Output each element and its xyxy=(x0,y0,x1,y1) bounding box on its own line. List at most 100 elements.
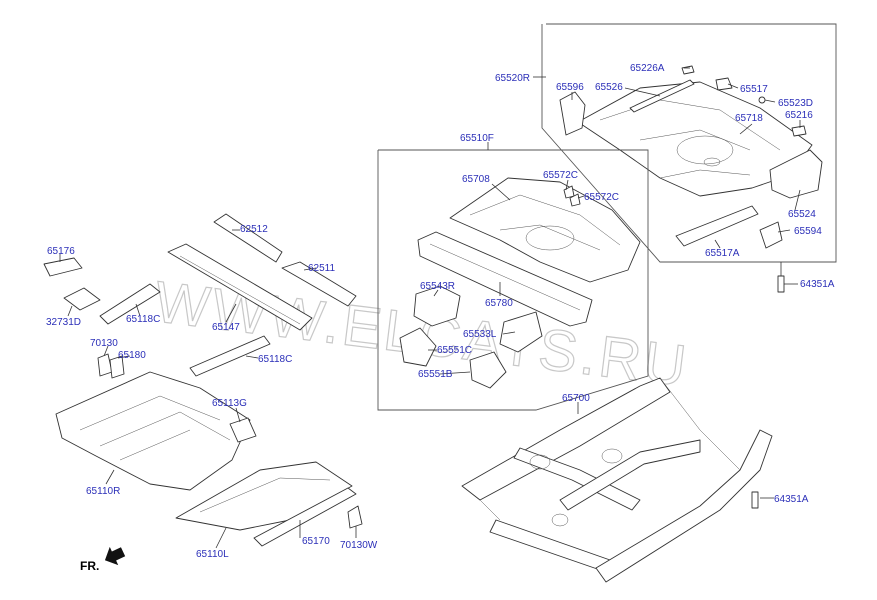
leader xyxy=(727,83,739,89)
part-label-65533L[interactable]: 65533L xyxy=(463,329,497,340)
member-65147 xyxy=(167,243,313,331)
bolt-65523D xyxy=(758,96,766,104)
bracket-32731D xyxy=(63,287,101,311)
leader xyxy=(777,229,791,233)
leader xyxy=(103,345,109,357)
part-label-65551B[interactable]: 65551B xyxy=(418,369,453,380)
part-label-65780[interactable]: 65780 xyxy=(485,298,513,309)
part-label-70130W[interactable]: 70130W xyxy=(340,540,378,551)
plug-65216 xyxy=(791,125,807,137)
part-label-65523D[interactable]: 65523D xyxy=(778,98,813,109)
bolt-65572C-b xyxy=(569,193,581,207)
member-62511 xyxy=(281,261,357,307)
part-label-65118C-lower[interactable]: 65118C xyxy=(258,354,292,365)
part-label-64351A-upper[interactable]: 64351A xyxy=(800,279,835,290)
leader xyxy=(764,99,776,103)
bracket-65533L xyxy=(499,311,543,353)
part-label-65118C-upper[interactable]: 65118C xyxy=(126,314,160,325)
front-floor-panel-65110R xyxy=(55,371,251,491)
part-label-65147[interactable]: 65147 xyxy=(212,322,240,333)
floor-panel-65708 xyxy=(449,177,641,283)
part-label-65517[interactable]: 65517 xyxy=(740,84,768,95)
member-65526 xyxy=(629,79,695,113)
front-direction-arrow-icon xyxy=(104,546,126,566)
member-65517A xyxy=(675,205,759,247)
leader xyxy=(235,407,241,423)
leader xyxy=(714,239,721,249)
clip-65226A xyxy=(681,65,695,75)
part-label-65113G[interactable]: 65113G xyxy=(212,398,247,409)
leader xyxy=(502,331,516,335)
part-label-62511[interactable]: 62511 xyxy=(308,263,336,274)
part-label-62512[interactable]: 62512 xyxy=(240,224,268,235)
leader xyxy=(565,179,569,191)
sill-65170 xyxy=(253,487,357,547)
leader xyxy=(577,195,585,199)
member-62512 xyxy=(213,213,283,263)
leader xyxy=(117,355,131,359)
leader xyxy=(439,371,471,375)
bracket-65113G xyxy=(229,417,257,443)
bracket-65551B xyxy=(469,351,507,389)
part-label-70130[interactable]: 70130 xyxy=(90,338,118,349)
leader xyxy=(491,183,511,201)
bracket-65596 xyxy=(559,91,586,136)
bolt-64351A-upper xyxy=(777,275,785,293)
member-65118C-lower xyxy=(189,335,271,377)
clip-70130 xyxy=(97,353,113,377)
front-floor-panel-65110L xyxy=(175,461,353,531)
leader xyxy=(105,469,115,485)
part-label-65572C-b[interactable]: 65572C xyxy=(584,192,619,203)
leader xyxy=(245,355,259,359)
bracket-65517 xyxy=(715,77,733,91)
member-65118C-upper xyxy=(99,283,161,325)
leader xyxy=(225,303,237,323)
rear-floor-group-box xyxy=(541,23,837,263)
crossmember-65780 xyxy=(417,231,593,327)
part-label-65526[interactable]: 65526 xyxy=(595,82,623,93)
leader xyxy=(624,87,661,97)
part-label-32731D[interactable]: 32731D xyxy=(46,317,81,328)
bracket-65594 xyxy=(759,221,783,249)
part-label-65110R[interactable]: 65110R xyxy=(86,486,120,497)
part-label-65170[interactable]: 65170 xyxy=(302,536,330,547)
part-label-65180[interactable]: 65180 xyxy=(118,350,146,361)
leader xyxy=(739,123,753,135)
part-label-65708[interactable]: 65708 xyxy=(462,174,490,185)
leader xyxy=(794,189,801,211)
part-label-65176[interactable]: 65176 xyxy=(47,246,75,257)
part-label-65572C-a[interactable]: 65572C xyxy=(543,170,578,181)
part-label-65551C[interactable]: 65551C xyxy=(437,345,472,356)
part-label-64351A-lower[interactable]: 64351A xyxy=(774,494,809,505)
clip-70130W xyxy=(347,505,363,529)
part-label-65510F[interactable]: 65510F xyxy=(460,133,494,144)
part-label-65520R[interactable]: 65520R xyxy=(495,73,530,84)
bolt-64351A-lower xyxy=(751,491,759,509)
part-label-65596[interactable]: 65596 xyxy=(556,82,584,93)
bracket-65180 xyxy=(109,355,125,379)
leader xyxy=(215,527,227,549)
bracket-65543R xyxy=(413,285,461,327)
leader xyxy=(433,289,439,297)
bracket-65551C xyxy=(399,327,437,367)
part-label-65110L[interactable]: 65110L xyxy=(196,549,229,560)
part-label-65524[interactable]: 65524 xyxy=(788,209,816,220)
floor-panel-group-box xyxy=(377,149,649,411)
crossmember-detail xyxy=(429,243,581,311)
front-direction-label: FR. xyxy=(80,559,99,573)
part-label-65594[interactable]: 65594 xyxy=(794,226,822,237)
part-label-65226A[interactable]: 65226A xyxy=(630,63,665,74)
leader xyxy=(67,305,73,317)
part-label-65216[interactable]: 65216 xyxy=(785,110,813,121)
part-label-65517A[interactable]: 65517A xyxy=(705,248,740,259)
leader xyxy=(303,267,317,271)
part-label-65718[interactable]: 65718 xyxy=(735,113,763,124)
rear-subframe-65700 xyxy=(461,377,773,583)
panel-65176 xyxy=(43,257,83,277)
part-label-65700[interactable]: 65700 xyxy=(562,393,590,404)
leader xyxy=(135,303,141,317)
bracket-65524 xyxy=(769,149,823,199)
part-label-65543R[interactable]: 65543R xyxy=(420,281,455,292)
